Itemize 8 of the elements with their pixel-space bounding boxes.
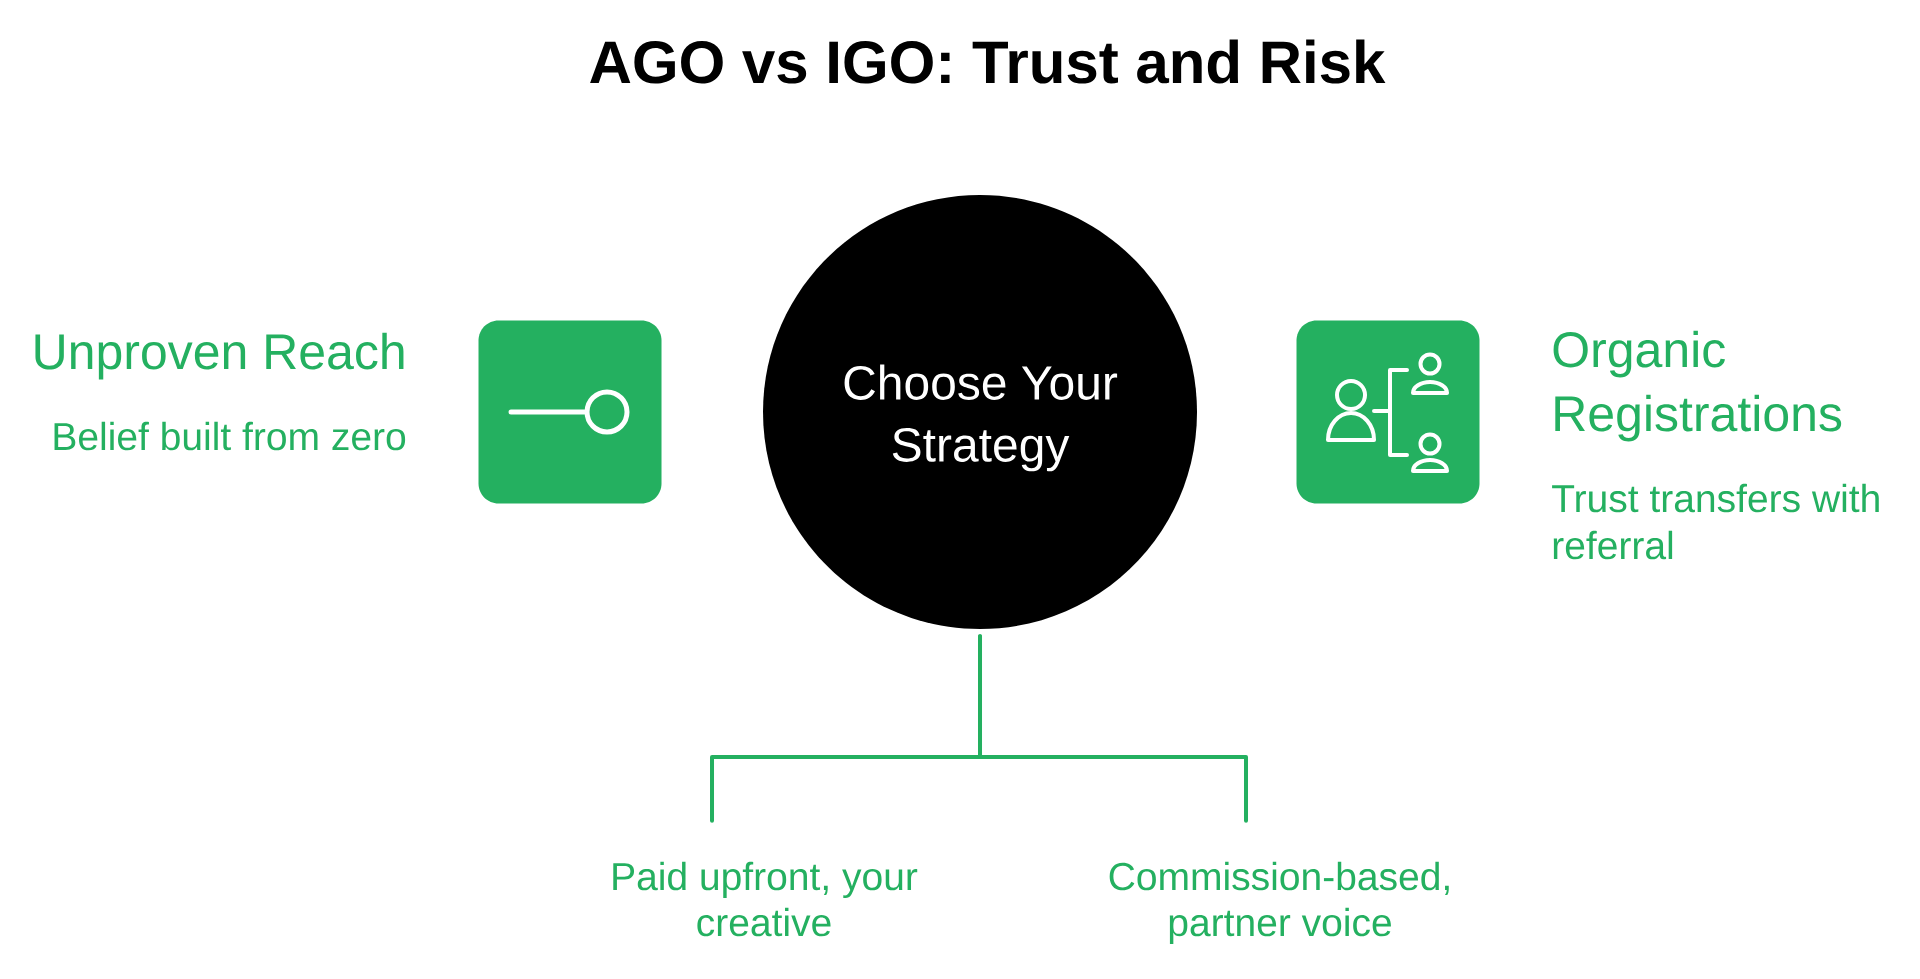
option-text: Commission-based, partner voice [1109,861,1449,945]
option-text: Paid upfront, your creative [613,861,918,937]
description: Trust transfers with referral [1552,483,1879,560]
heading: Unproven Reach [35,332,404,380]
title: AGO vs IGO: Trust and Risk [590,39,1386,84]
connector-line [978,634,1248,823]
description: Belief built from zero [54,421,406,451]
heading: Organic Registrations [1553,330,1842,442]
